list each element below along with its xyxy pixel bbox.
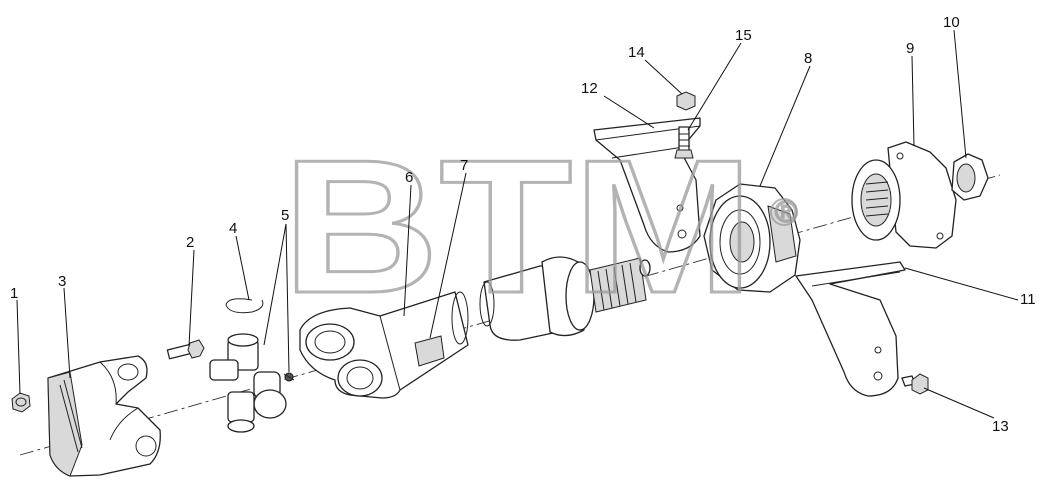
callout-3: 3: [58, 273, 66, 290]
callout-10: 10: [943, 14, 960, 31]
part-14-nut: [676, 91, 696, 111]
callout-12: 12: [581, 80, 598, 97]
part-2-bolt: [166, 339, 205, 360]
shaft-tube-and-spline: [479, 256, 651, 341]
callout-5: 5: [281, 207, 289, 224]
callout-2: 2: [186, 234, 194, 251]
part-9-companion-flange: [851, 141, 957, 249]
leader-lines: [16, 29, 1019, 419]
part-6-slip-yoke-tube: [299, 291, 469, 399]
btm-watermark: BTM ®: [281, 120, 799, 335]
callout-13: 13: [992, 418, 1009, 435]
part-1-nut: [11, 392, 31, 413]
callout-7: 7: [460, 157, 468, 174]
part-11-lower-bracket: [795, 261, 906, 397]
callout-numbers: 1 2 3 4 5 6 7 8 9 10 11 12 13 14 15: [10, 14, 1036, 435]
callout-8: 8: [804, 50, 812, 67]
part-10-flange-nut: [951, 153, 989, 201]
callout-15: 15: [735, 27, 752, 44]
callout-14: 14: [628, 44, 645, 61]
part-5-universal-joint-cross: [209, 333, 295, 433]
part-13-bolt: [901, 373, 929, 395]
watermark-registered-mark: ®: [775, 196, 797, 229]
callout-9: 9: [906, 40, 914, 57]
part-3-flange-yoke: [47, 355, 161, 477]
callout-4: 4: [229, 220, 237, 237]
callout-1: 1: [10, 285, 18, 302]
part-12-upper-bracket: [593, 117, 701, 253]
callout-6: 6: [405, 169, 413, 186]
part-4-snap-ring: [225, 298, 264, 314]
watermark-text: BTM: [282, 121, 754, 333]
part-15-bolt: [674, 126, 694, 159]
callout-11: 11: [1020, 291, 1036, 308]
